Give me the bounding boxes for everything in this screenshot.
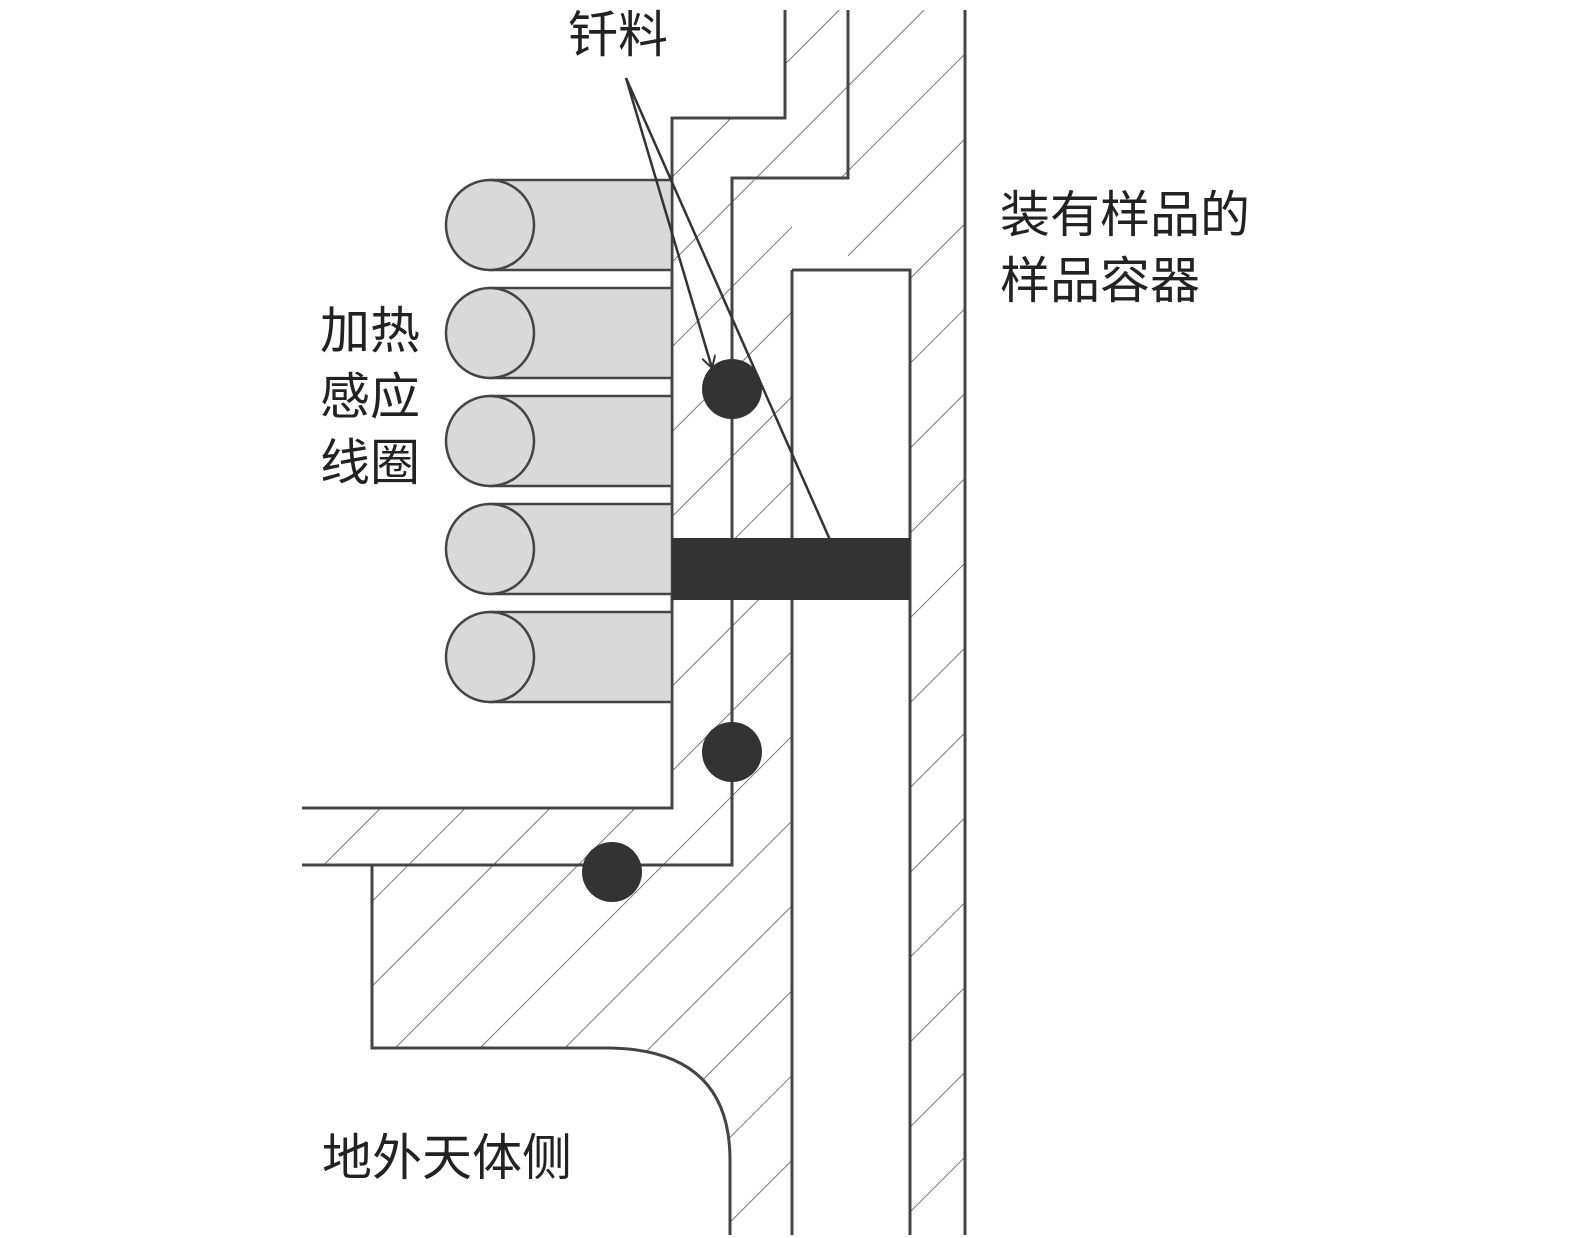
structure-outlines — [302, 10, 967, 1235]
coil-label-line2: 感应 — [320, 368, 420, 426]
solder-leader-arrows — [624, 77, 838, 558]
bottom-side-label: 地外天体侧 — [322, 1129, 572, 1187]
container-label-line1: 装有样品的 — [1000, 186, 1250, 244]
coil-turn — [444, 394, 674, 488]
coil-turn — [444, 286, 674, 380]
container-outer-wall — [848, 10, 965, 1230]
coil-turn — [444, 178, 674, 272]
coil-turn — [444, 610, 674, 704]
upper-flange — [302, 10, 848, 865]
container-label-line2: 样品容器 — [1000, 252, 1200, 310]
sealing-ball-middle — [702, 722, 762, 782]
induction-coil — [444, 178, 674, 704]
inner-tube — [792, 270, 910, 1230]
coil-label-line3: 线圈 — [320, 434, 420, 492]
outer-cavity — [965, 10, 1575, 1238]
lower-base — [372, 180, 792, 1230]
sealing-ball-lower — [582, 842, 642, 902]
solder-ball-upper — [702, 359, 762, 419]
coil-label-line1: 加热 — [320, 302, 420, 360]
coil-turn — [444, 502, 674, 596]
solder-band — [672, 538, 910, 600]
solder-label: 钎料 — [568, 6, 668, 64]
